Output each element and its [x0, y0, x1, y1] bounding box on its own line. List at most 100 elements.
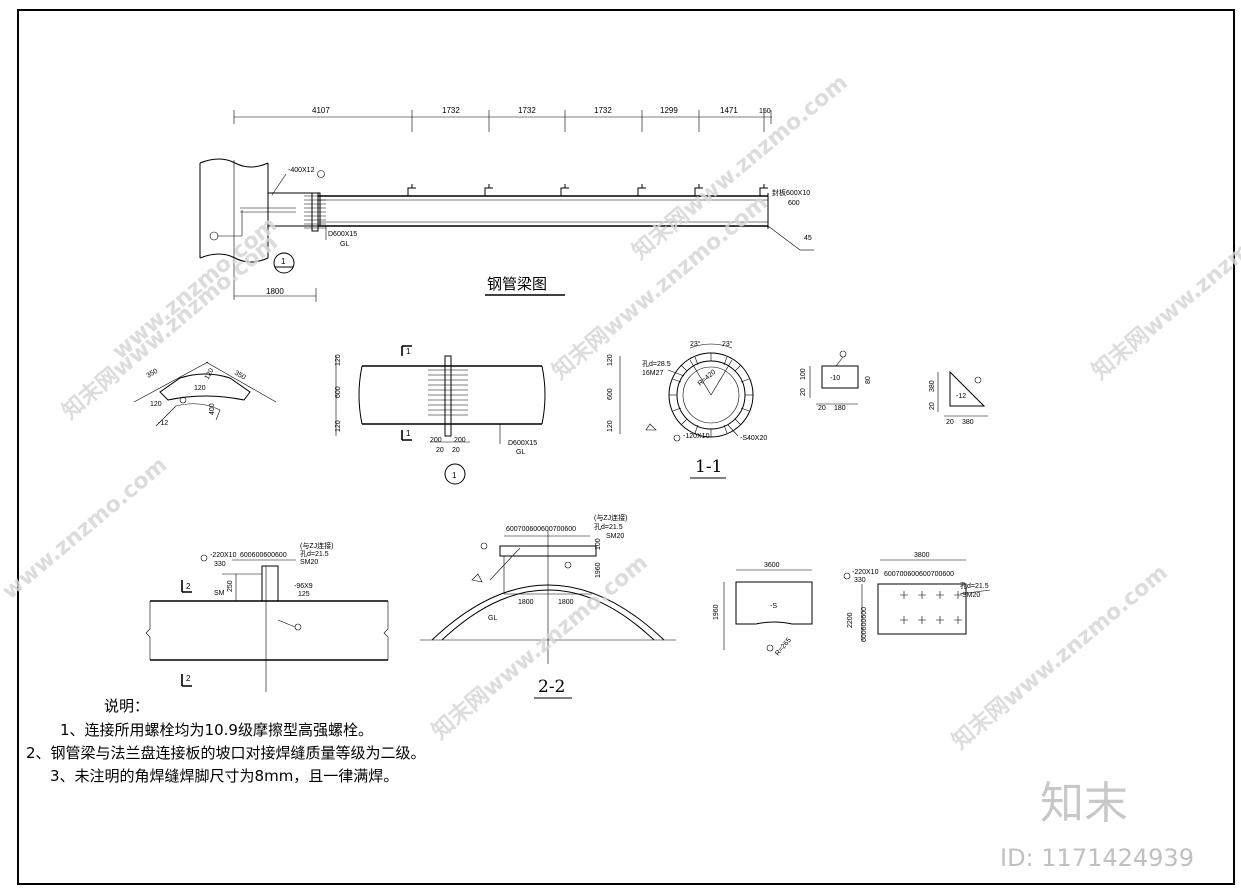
- plate3-vert: 20: [946, 419, 954, 426]
- s22-spacing: 600700600600700600: [506, 526, 576, 533]
- s2-vert: 250: [227, 580, 234, 592]
- pipe-beam-elevation: 4107 1732 1732 1732 1299 1471 150: [199, 106, 814, 302]
- section-2-detail: -220X10 330 600600600600 (与ZJ连接) 孔d=21.5…: [145, 541, 389, 692]
- bolt-plate-height-b: 600600600: [861, 607, 868, 642]
- fan-dim-c: 120: [204, 367, 216, 381]
- plate3-width: 380: [962, 419, 974, 426]
- s22-bolt: SM20: [606, 533, 624, 540]
- d1-dim-top: 120: [335, 354, 342, 366]
- section-mark-bot: 1: [406, 429, 411, 438]
- fan-dim-d: 350: [233, 370, 247, 382]
- fan-dim-e: 400: [209, 403, 216, 415]
- bolt-plate-label: -220X10: [852, 569, 879, 576]
- plate2-thickness: -10: [830, 375, 840, 382]
- dim-150: 150: [759, 108, 771, 115]
- end-plate-label: 封板600X10: [772, 188, 810, 197]
- d1-pipe-label: D600X15: [508, 440, 537, 447]
- saddle-height: 1960: [713, 604, 720, 620]
- d1-dim-mid: 600: [335, 386, 342, 398]
- dim-4107: 4107: [312, 106, 330, 115]
- bolt-plate-width: 3800: [914, 552, 930, 559]
- s2-hole: 孔d=21.5: [300, 550, 329, 558]
- detail-marker: 1: [281, 257, 286, 266]
- sheet-border: [17, 9, 1235, 885]
- d1-dim-c: 20: [436, 447, 444, 454]
- main-title: 钢管梁图: [487, 275, 547, 293]
- bolt-plate-bolt: SM20: [962, 592, 980, 599]
- dim-1299: 1299: [660, 106, 678, 115]
- s2-plate-label: -220X10: [210, 552, 237, 559]
- notes-block: 说明： 1、连接所用螺栓均为10.9级摩擦型高强螺栓。 2、钢管梁与法兰盘连接板…: [26, 697, 426, 785]
- plate3-thickness: -12: [956, 393, 966, 400]
- s22-dim-b: 1800: [558, 599, 574, 606]
- d1-dim-a: 200: [430, 437, 442, 444]
- plate2-vert: 80: [865, 376, 872, 384]
- angle-a: 23°: [690, 340, 701, 348]
- s11-dim-mid: 600: [607, 388, 614, 400]
- plate2-height: 100: [800, 368, 807, 380]
- note-2: 2、钢管梁与法兰盘连接板的坡口对接焊缝质量等级为二级。: [26, 744, 426, 762]
- s2-side: SM: [214, 590, 225, 597]
- end-plate-size: 600: [788, 200, 800, 207]
- fan-plate-detail: 350 120 120 350 400 120 -12: [133, 361, 277, 427]
- section-2-2: 600700600600700600 (与ZJ连接) 孔d=21.5 SM20 …: [420, 513, 676, 699]
- fan-dim-a: 350: [146, 368, 160, 380]
- s2-stiff-len: 125: [298, 591, 310, 598]
- d1-material: GL: [516, 449, 525, 456]
- s11-dim-bot: 120: [607, 420, 614, 432]
- plate3-bottom: 20: [929, 402, 936, 410]
- section-2-2-title: 2-2: [538, 677, 565, 697]
- dim-1732-a: 1732: [442, 106, 460, 115]
- plate-2-detail: -10 100 20 20 180 80: [800, 350, 872, 412]
- s22-material: GL: [488, 615, 497, 622]
- d1-dim-b: 200: [454, 437, 466, 444]
- s22-height: 1960: [595, 562, 602, 578]
- s2-mark-bot: 2: [186, 674, 191, 683]
- plate-label: -400X12: [288, 167, 315, 174]
- end-angle: 45: [804, 235, 812, 242]
- flange-label: -S40X20: [740, 435, 767, 442]
- bolt-plate-len: 330: [854, 577, 866, 584]
- plate2-bottom-dim: 20: [818, 405, 826, 412]
- d1-dim-bot: 120: [335, 420, 342, 432]
- dim-1471: 1471: [720, 106, 738, 115]
- plate-3-detail: -12 380 20 20 380: [929, 370, 988, 426]
- dim-1732-c: 1732: [594, 106, 612, 115]
- id-watermark: ID: 1171424939: [1000, 844, 1194, 872]
- s22-height-b: 100: [595, 538, 602, 550]
- s2-note: (与ZJ连接): [300, 541, 333, 550]
- dim-1800: 1800: [266, 287, 284, 296]
- pipe-material: GL: [340, 241, 349, 248]
- s22-dim-a: 1800: [518, 599, 534, 606]
- s22-note: (与ZJ连接): [594, 513, 627, 522]
- bolt-plate-hole: 孔d=21.5: [960, 582, 989, 590]
- hole-label: 孔d=28.5: [642, 360, 671, 368]
- bolt-plate: 3800 -220X10 330 600700600600700600 孔d=2…: [843, 552, 991, 642]
- fan-thickness: -12: [158, 420, 168, 427]
- s2-spacing: 600600600600: [240, 552, 287, 559]
- s2-bolt: SM20: [300, 559, 318, 566]
- fan-dim-f: 120: [150, 401, 162, 408]
- s2-plate-len: 330: [214, 561, 226, 568]
- saddle-thickness: -S: [770, 603, 777, 610]
- fan-dim-b: 120: [194, 385, 206, 392]
- section-1-1-title: 1-1: [695, 457, 722, 477]
- pipe-label: D600X15: [328, 231, 357, 238]
- saddle-width: 3600: [764, 562, 780, 569]
- bolt-plate-height: 2200: [847, 612, 854, 628]
- detail-1: 120 600 120 1 1 200 200 20 20 D600X15 GL…: [335, 345, 546, 485]
- note-1: 1、连接所用螺栓均为10.9级摩擦型高强螺栓。: [60, 721, 373, 739]
- s22-hole: 孔d=21.5: [594, 523, 623, 531]
- dim-1732-b: 1732: [518, 106, 536, 115]
- bolt-label: 16M27: [642, 370, 664, 377]
- s2-mark-top: 2: [186, 582, 191, 591]
- bolt-plate-spacing: 600700600600700600: [884, 571, 954, 578]
- ring-label: -120X10: [683, 433, 710, 440]
- plate2-width: 180: [834, 405, 846, 412]
- brand-watermark: 知末: [1040, 778, 1128, 829]
- plate2-bottom: 20: [800, 388, 807, 396]
- d1-marker: 1: [452, 471, 457, 480]
- plate3-height: 380: [929, 380, 936, 392]
- s2-stiff: -96X9: [294, 583, 313, 590]
